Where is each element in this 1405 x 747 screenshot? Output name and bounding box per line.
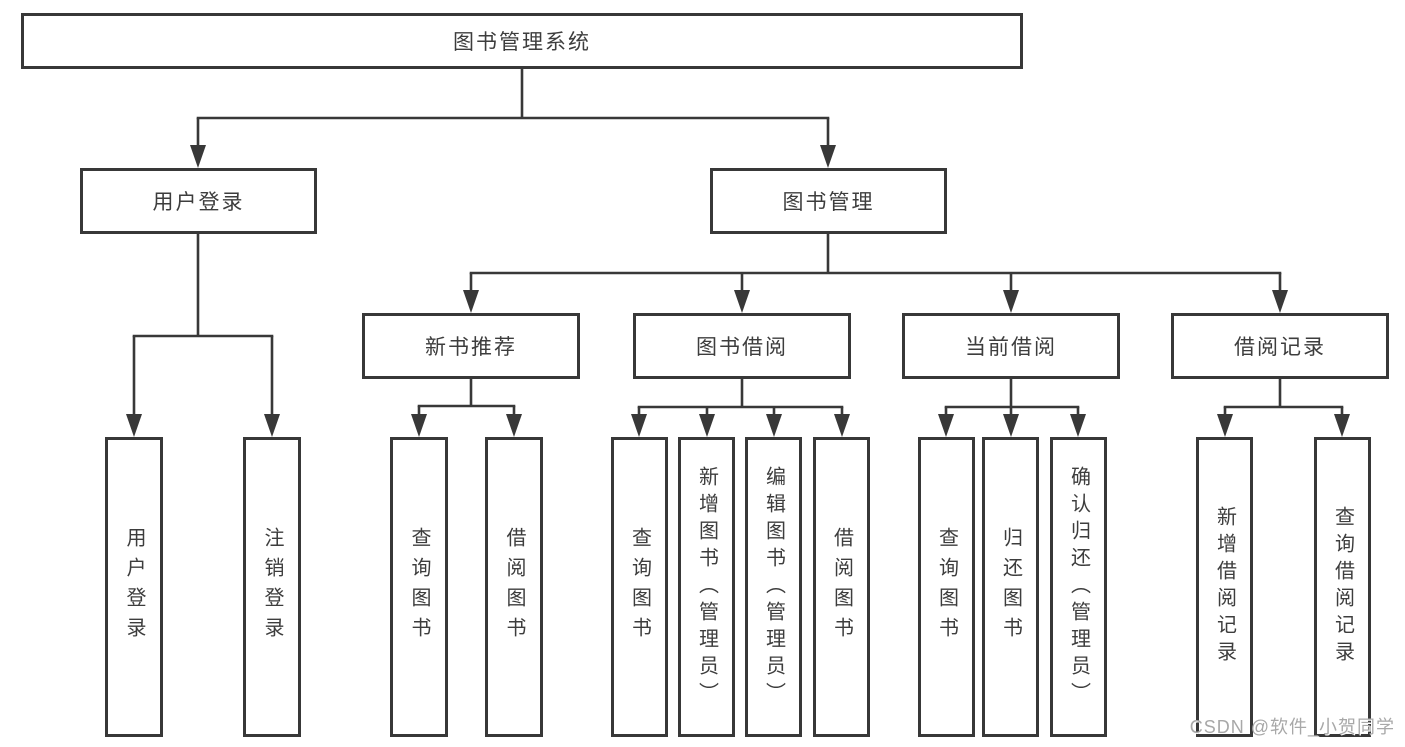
- csdn-watermark: CSDN @软件_小贺同学: [1189, 717, 1395, 737]
- leaf-record-query: 查询借阅记录: [1314, 437, 1371, 737]
- connector-root-to-level2: [190, 67, 836, 168]
- leaf-borrow-query: 查询图书: [611, 437, 668, 737]
- connector-newbook-children: [411, 379, 522, 437]
- node-borrow-records: 借阅记录: [1171, 313, 1389, 379]
- node-current-borrow: 当前借阅: [902, 313, 1120, 379]
- leaf-current-confirm-admin: 确认归还（管理员）: [1050, 437, 1107, 737]
- leaf-newbook-query: 查询图书: [390, 437, 448, 737]
- leaf-borrow-add-admin: 新增图书（管理员）: [678, 437, 735, 737]
- leaf-borrow-edit-admin: 编辑图书（管理员）: [745, 437, 802, 737]
- leaf-user-login: 用户登录: [105, 437, 163, 737]
- leaf-current-return: 归还图书: [982, 437, 1039, 737]
- connector-records-children: [1217, 379, 1350, 437]
- leaf-record-add: 新增借阅记录: [1196, 437, 1253, 737]
- connector-borrow-children: [631, 379, 850, 437]
- connector-bookmgmt-to-level3: [463, 234, 1288, 313]
- leaf-logout: 注销登录: [243, 437, 301, 737]
- node-book-borrow: 图书借阅: [633, 313, 851, 379]
- leaf-borrow-book: 借阅图书: [813, 437, 870, 737]
- node-new-book-recommend: 新书推荐: [362, 313, 580, 379]
- node-user-login: 用户登录: [80, 168, 317, 234]
- node-book-management: 图书管理: [710, 168, 947, 234]
- node-root: 图书管理系统: [21, 13, 1023, 69]
- connector-current-children: [938, 379, 1086, 437]
- leaf-newbook-borrow: 借阅图书: [485, 437, 543, 737]
- connector-login-children: [126, 234, 280, 437]
- leaf-current-query: 查询图书: [918, 437, 975, 737]
